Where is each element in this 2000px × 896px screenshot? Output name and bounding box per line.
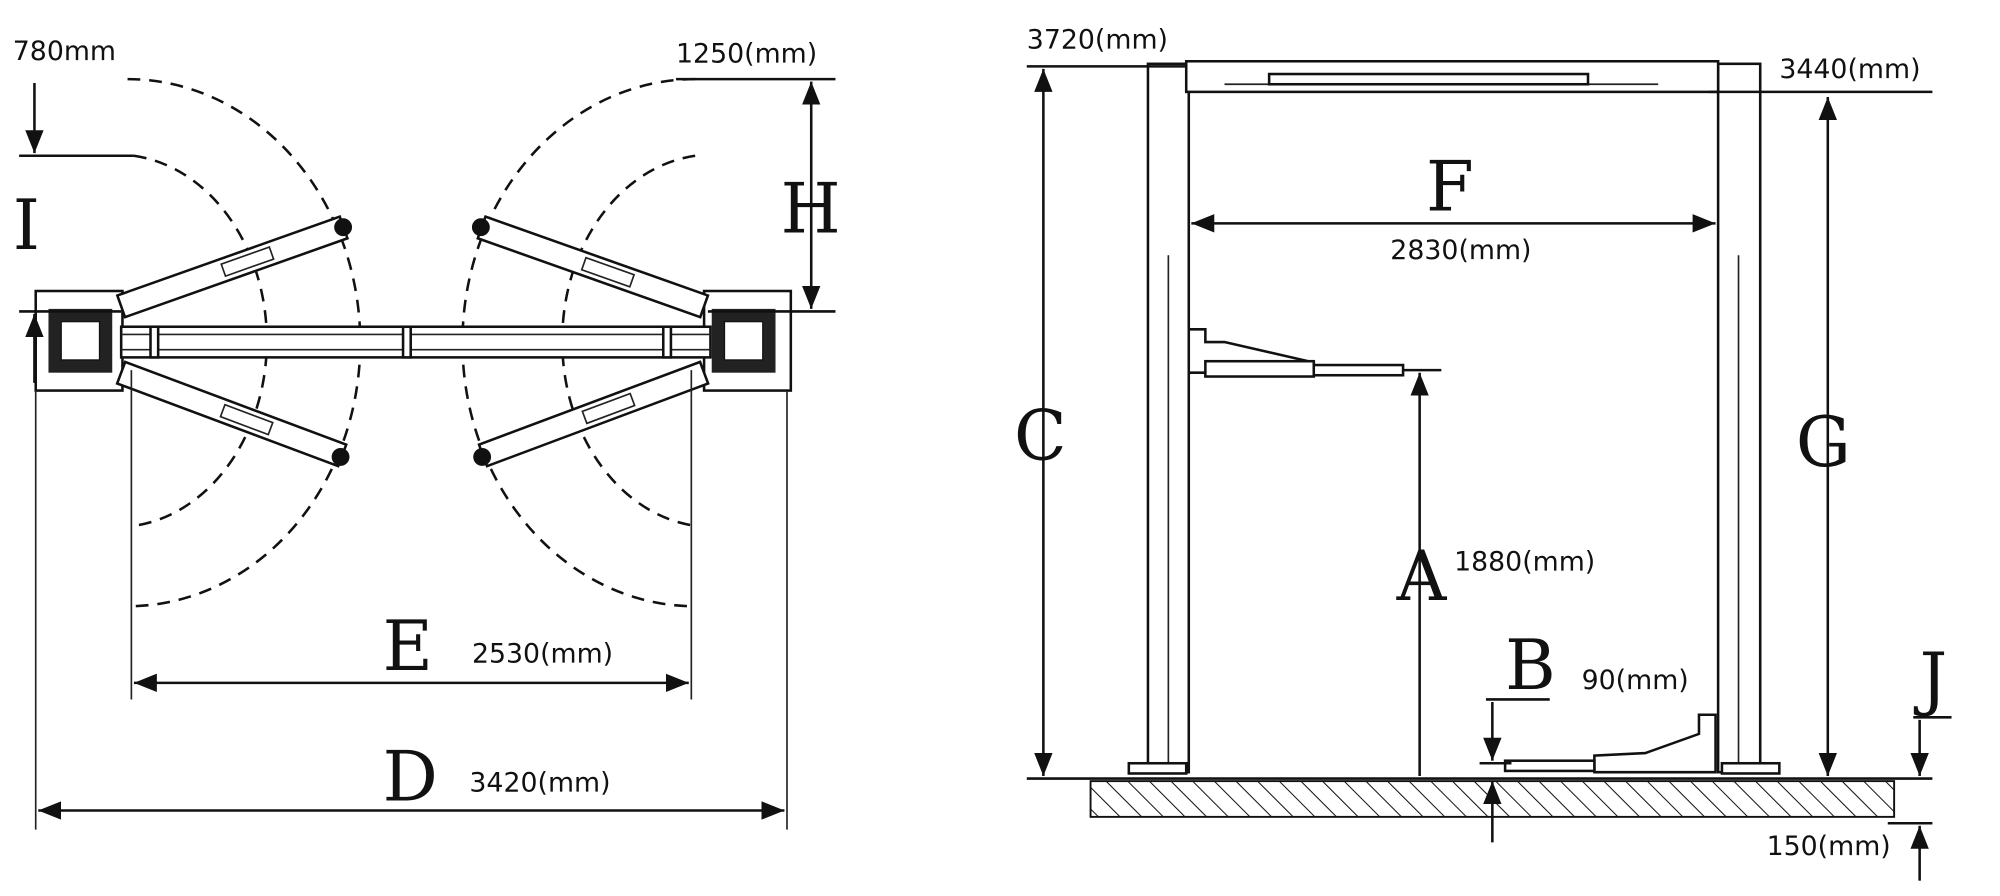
label-d: D bbox=[383, 737, 438, 817]
dim-i-value: 780mm bbox=[13, 36, 116, 67]
label-h: H bbox=[781, 169, 841, 249]
dimension-lines bbox=[1026, 65, 1952, 881]
lift-pad bbox=[471, 218, 490, 237]
label-c: C bbox=[1014, 396, 1067, 476]
label-f: F bbox=[1426, 148, 1474, 228]
dim-f-value: 2830(mm) bbox=[1390, 235, 1531, 266]
ground bbox=[1026, 777, 1933, 818]
lift-pad bbox=[331, 448, 350, 466]
label-e: E bbox=[383, 607, 433, 687]
dim-b-value: 90(mm) bbox=[1582, 665, 1689, 696]
cross-beam bbox=[119, 325, 712, 359]
label-a: A bbox=[1396, 537, 1448, 617]
label-b: B bbox=[1505, 626, 1556, 706]
dim-c-value: 3720(mm) bbox=[1027, 24, 1168, 55]
dim-e-value: 2530(mm) bbox=[472, 638, 613, 669]
dimension-lines bbox=[19, 77, 836, 830]
label-i: I bbox=[13, 186, 40, 266]
dim-j-value: 150(mm) bbox=[1767, 831, 1891, 862]
columns bbox=[1127, 62, 1781, 775]
raised-arm bbox=[1187, 328, 1442, 378]
dim-g-value: 3440(mm) bbox=[1779, 54, 1920, 85]
overhead-beam bbox=[1184, 59, 1720, 94]
lift-pad bbox=[334, 218, 353, 237]
lowered-arm bbox=[1479, 713, 1717, 774]
dim-h-value: 1250(mm) bbox=[676, 39, 817, 70]
top-view: 780mm I 1250(mm) H E 2530(mm) D 3420(mm) bbox=[13, 36, 841, 830]
lift-arms bbox=[115, 215, 710, 468]
label-j: J bbox=[1914, 639, 1948, 719]
lift-pad bbox=[473, 448, 492, 466]
side-view: 3720(mm) C 3440(mm) G F 2830(mm) A 1880(… bbox=[1014, 24, 1952, 881]
dim-d-value: 3420(mm) bbox=[469, 767, 610, 798]
label-g: G bbox=[1796, 403, 1851, 483]
dim-a-value: 1880(mm) bbox=[1454, 547, 1595, 578]
